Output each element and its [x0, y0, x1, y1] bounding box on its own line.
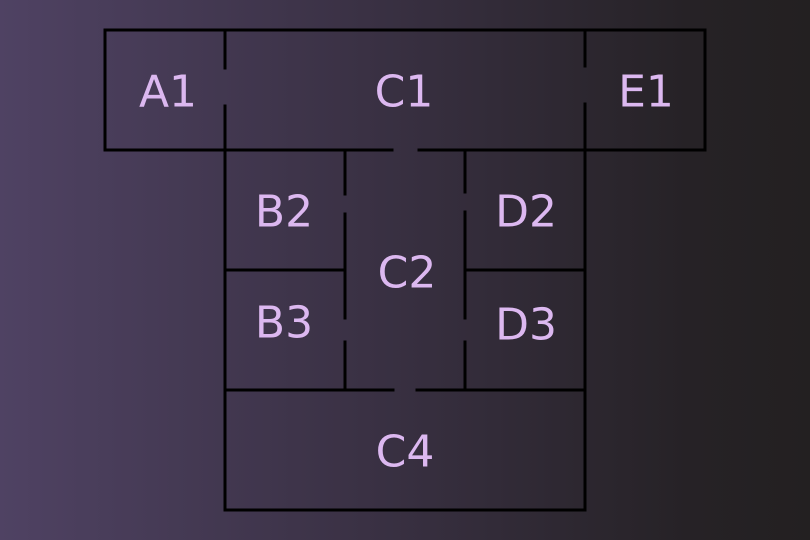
room-labels: A1 C1 E1 B2 C2 D2 B3 D3 C4 [139, 67, 674, 478]
room-label-c2: C2 [378, 248, 437, 299]
room-label-e1: E1 [618, 67, 674, 118]
room-label-d2: D2 [495, 187, 557, 238]
room-label-c4: C4 [376, 427, 435, 478]
room-label-b2: B2 [255, 187, 313, 238]
room-label-a1: A1 [139, 67, 197, 118]
walls [103, 28, 707, 512]
room-label-b3: B3 [255, 298, 313, 349]
room-label-d3: D3 [495, 300, 557, 351]
room-label-c1: C1 [375, 67, 434, 118]
